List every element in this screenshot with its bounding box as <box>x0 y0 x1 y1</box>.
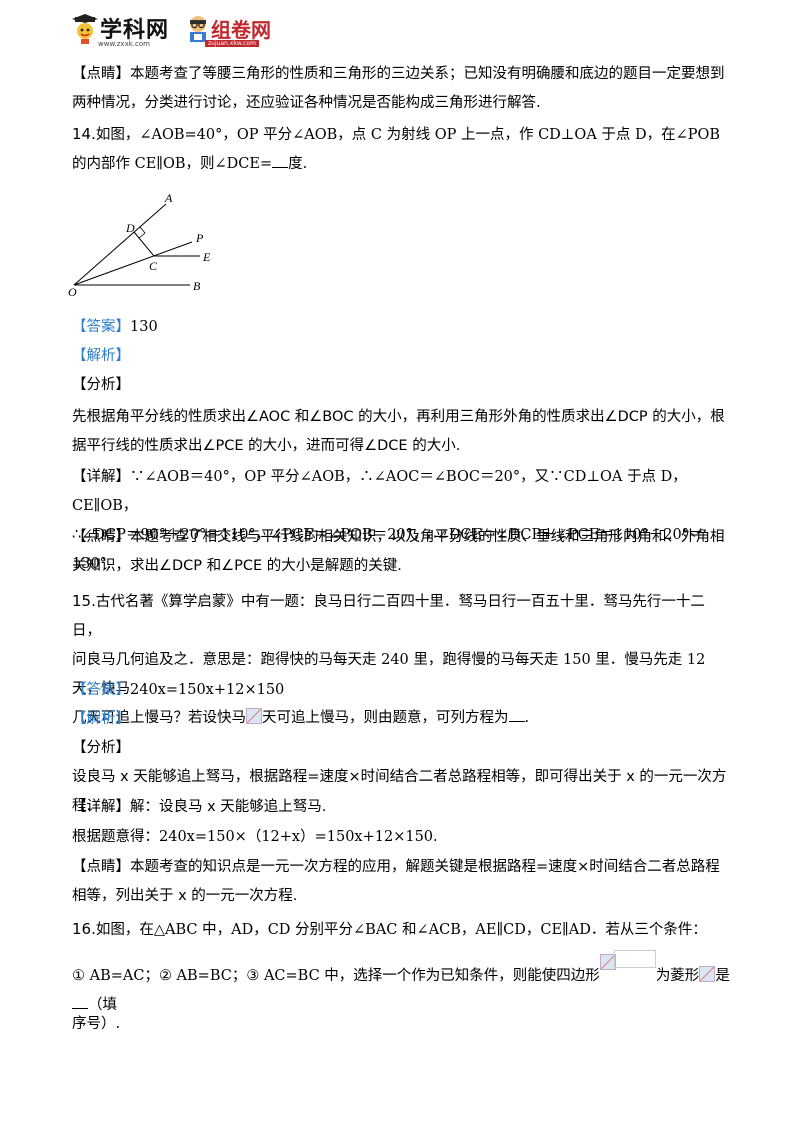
q14-text: 如图，∠AOB=40°，OP 平分∠AOB，点 C 为射线 OP 上一点，作 C… <box>72 127 721 172</box>
xiangjie-line2: 根据题意得：240x=150×（12+x）=150x+12×150. <box>72 829 438 845</box>
question-16-line3: 序号）. <box>72 1010 732 1039</box>
image-placeholder-icon <box>246 708 262 724</box>
dianjing-15: 【点睛】本题考查的知识点是一元一次方程的应用，解题关键是根据路程=速度×时间结合… <box>72 853 732 911</box>
answer-blank <box>508 707 525 722</box>
xiangjie-15-line2: 根据题意得：240x=150×（12+x）=150x+12×150. <box>72 823 732 852</box>
dianjing-text: 本题考查的知识点是一元一次方程的应用，解题关键是根据路程=速度×时间结合二者总路… <box>72 859 720 904</box>
q16-line2c: 是 <box>715 968 730 984</box>
jiexi-14: 【解析】 <box>72 342 732 371</box>
q14-tail: 度. <box>288 156 308 172</box>
fenxi-tag: 【分析】 <box>72 740 130 756</box>
answer-value: 130 <box>130 319 158 335</box>
fenxi-15-tag: 【分析】 <box>72 734 732 763</box>
fenxi-text: 先根据角平分线的性质求出∠AOC 和∠BOC 的大小，再利用三角形外角的性质求出… <box>72 409 725 454</box>
question-16: 16.如图，在△ABC 中，AD，CD 分别平分∠BAC 和∠ACB，AE∥CD… <box>72 915 732 945</box>
label-E: E <box>202 250 211 264</box>
label-D: D <box>125 221 135 235</box>
label-O: O <box>68 285 77 299</box>
xiangjie-tag: 【详解】 <box>72 799 130 815</box>
q15-line1: 古代名著《算学启蒙》中有一题：良马日行二百四十里．驽马日行一百五十里．驽马先行一… <box>72 594 705 639</box>
label-C: C <box>149 259 158 273</box>
jiexi-tag: 【解析】 <box>72 711 130 727</box>
xiangjie-14: 【详解】∵∠AOB＝40°，OP 平分∠AOB，∴∠AOC＝∠BOC＝20°，又… <box>72 463 732 579</box>
xiangjie-text: 解：设良马 x 天能够追上驽马. <box>130 799 327 815</box>
dianjing-tag: 【点睛】 <box>72 529 130 545</box>
jiexi-15: 【解析】 <box>72 705 732 734</box>
answer-value: 240x=150x+12×150 <box>130 682 285 698</box>
xiangjie-15: 【详解】解：设良马 x 天能够追上驽马. <box>72 793 732 822</box>
image-placeholder-icon <box>699 966 716 982</box>
fenxi-14: 先根据角平分线的性质求出∠AOC 和∠BOC 的大小，再利用三角形外角的性质求出… <box>72 403 732 461</box>
student-icon <box>190 16 207 42</box>
dianjing-tag: 【点睛】 <box>72 859 130 875</box>
question-15: 15.古代名著《算学启蒙》中有一题：良马日行二百四十里．驽马日行一百五十里．驽马… <box>72 587 732 733</box>
xiangjie-line1: ∵∠AOB＝40°，OP 平分∠AOB，∴∠AOC＝∠BOC＝20°，又∵CD⊥… <box>72 469 687 514</box>
question-16-line2: ① AB=AC；② AB=BC；③ AC=BC 中，选择一个作为已知条件，则能使… <box>72 950 732 1020</box>
fenxi-15: 设良马 x 天能够追上驽马，根据路程=速度×时间结合二者总路程相等，即可得出关于… <box>72 763 732 821</box>
dianjing-prev-text: 【点睛】本题考查了等腰三角形的性质和三角形的三边关系；已知没有明确腰和底边的题目… <box>72 66 725 111</box>
fenxi-14-tag: 【分析】 <box>72 371 732 400</box>
ray-OP <box>73 241 193 286</box>
q15-line3c: . <box>524 710 530 726</box>
q16-line1: 如图，在△ABC 中，AD，CD 分别平分∠BAC 和∠ACB，AE∥CD，CE… <box>95 922 707 938</box>
q15-number: 15. <box>72 592 96 610</box>
answer-tag: 【答案】 <box>72 682 130 698</box>
dianjing-prev: 【点睛】本题考查了等腰三角形的性质和三角形的三边关系；已知没有明确腰和底边的题目… <box>72 60 732 118</box>
jiexi-tag: 【解析】 <box>72 348 130 364</box>
q16-line3: 序号）. <box>72 1016 121 1032</box>
answer-blank <box>72 994 88 1009</box>
image-placeholder-icon <box>599 954 616 970</box>
label-A: A <box>164 191 173 205</box>
fenxi-text: 设良马 x 天能够追上驽马，根据路程=速度×时间结合二者总路程相等，即可得出关于… <box>72 769 727 814</box>
q16-line2a: ① AB=AC；② AB=BC；③ AC=BC 中，选择一个作为已知条件，则能使… <box>72 968 600 984</box>
answer-blank <box>272 153 289 168</box>
q15-line2: 问良马几何追及之．意思是：跑得快的马每天走 240 里，跑得慢的马每天走 150… <box>72 652 706 697</box>
q16-line2b: 为菱形 <box>655 968 700 984</box>
dianjing-text: 本题考查了相交线与平行线的相关知识，以及角平分线的性质、垂线和三角形内角和、外角… <box>72 529 725 574</box>
q16-line2d: （填 <box>88 997 117 1013</box>
logo2-text: 组卷网 <box>211 17 272 42</box>
q15-line3b: 天可追上慢马，则由题意，可列方程为 <box>262 710 509 726</box>
segment-CD <box>133 231 155 257</box>
fenxi-tag: 【分析】 <box>72 377 130 393</box>
label-B: B <box>193 279 201 293</box>
logo1-text: 学科网 <box>100 18 170 43</box>
dianjing-14: 【点睛】本题考查了相交线与平行线的相关知识，以及角平分线的性质、垂线和三角形内角… <box>72 523 732 581</box>
zujuanwang-logo: 组卷网 <box>185 13 271 43</box>
ray-OA <box>73 203 167 286</box>
q15-line3a: 几天可追上慢马？若设快马 <box>72 710 246 726</box>
header-logos: 学科网 组卷网 <box>72 10 271 46</box>
label-P: P <box>195 231 204 245</box>
xuekewang-logo: 学科网 <box>72 12 169 44</box>
answer-14: 【答案】130 <box>72 313 732 342</box>
xiangjie-line2: ∴∠DCP＝90°＋20°＝110°，∠PCE＝∠POB＝20°，∴∠DCE＝∠… <box>72 527 704 572</box>
logo1-url: www.zxxk.com <box>98 40 150 48</box>
image-box <box>613 950 656 968</box>
q16-number: 16. <box>72 920 96 938</box>
answer-15: 【答案】240x=150x+12×150 <box>72 676 732 705</box>
question-14: 14.如图，∠AOB=40°，OP 平分∠AOB，点 C 为射线 OP 上一点，… <box>72 120 732 179</box>
xiangjie-tag: 【详解】 <box>72 469 130 485</box>
answer-tag: 【答案】 <box>72 319 130 335</box>
geometry-figure: A D P C E O B <box>68 191 211 299</box>
mascot-icon <box>72 14 98 44</box>
q14-number: 14. <box>72 125 96 143</box>
right-angle-mark <box>138 226 146 239</box>
logo2-url: zujuan.xkw.com <box>205 40 259 47</box>
